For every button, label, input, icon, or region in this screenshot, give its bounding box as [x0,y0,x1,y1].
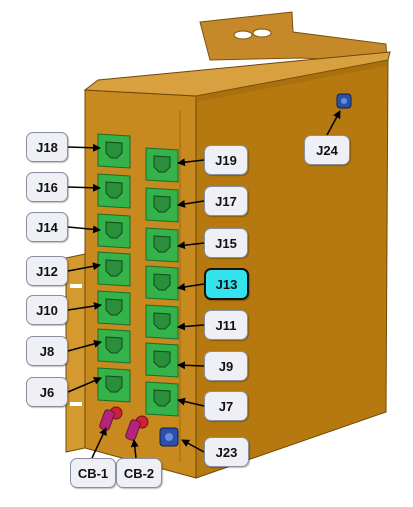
receptacle-j9-icon [145,342,179,378]
receptacle-j18-icon [97,133,131,169]
receptacle-j12-icon [97,251,131,287]
callout-cb1: CB-1 [70,458,116,488]
receptacle-j11-icon [145,304,179,340]
arrow-cb1 [91,427,107,459]
receptacle-j14-icon [97,213,131,249]
callout-j13: J13 [204,268,249,300]
cb-1-breaker-icon [99,406,123,431]
arrow-j16 [67,183,101,192]
receptacle-j17-icon [145,187,179,223]
arrow-j14 [67,225,101,234]
arrow-j19 [177,158,205,167]
callout-j18: J18 [26,132,68,162]
callout-j6: J6 [26,377,68,407]
arrow-j11 [177,322,205,331]
callout-j15: J15 [204,228,248,258]
arrow-j18 [67,143,101,152]
receptacle-j8-icon [97,328,131,364]
receptacle-j7-icon [145,381,179,417]
callout-j7: J7 [204,391,248,421]
receptacle-j16-icon [97,173,131,209]
callout-j14: J14 [26,212,68,242]
arrow-cb2 [130,439,139,459]
receptacle-j13-icon [145,265,179,301]
callout-cb2: CB-2 [116,458,162,488]
cb-2-breaker-icon [125,415,149,441]
arrow-j23 [181,439,205,453]
receptacle-j15-icon [145,227,179,263]
j24-connector-icon [336,93,352,109]
arrow-j8 [67,339,102,352]
receptacle-array [97,133,179,417]
arrow-j9 [177,361,205,370]
callout-j11: J11 [204,310,248,340]
arrow-j13 [177,282,205,291]
leader-arrows [67,110,341,459]
callout-j9: J9 [204,351,248,381]
left-flange [65,253,86,453]
arrow-j17 [177,199,205,208]
callout-j17: J17 [204,186,248,216]
arrow-j7 [177,397,205,407]
receptacle-j6-icon [97,367,131,403]
arrow-j10 [67,302,102,311]
callout-j19: J19 [204,145,248,175]
callout-j16: J16 [26,172,68,202]
arrow-j24 [326,110,341,136]
arrow-j12 [67,262,101,272]
callout-j10: J10 [26,295,68,325]
callout-j12: J12 [26,256,68,286]
callout-j24: J24 [304,135,350,165]
j23-connector-icon [159,427,179,447]
callout-j23: J23 [204,437,249,467]
callout-j8: J8 [26,336,68,366]
receptacle-j19-icon [145,147,179,183]
arrow-j15 [177,241,205,250]
receptacle-j10-icon [97,290,131,326]
arrow-j6 [67,377,102,393]
